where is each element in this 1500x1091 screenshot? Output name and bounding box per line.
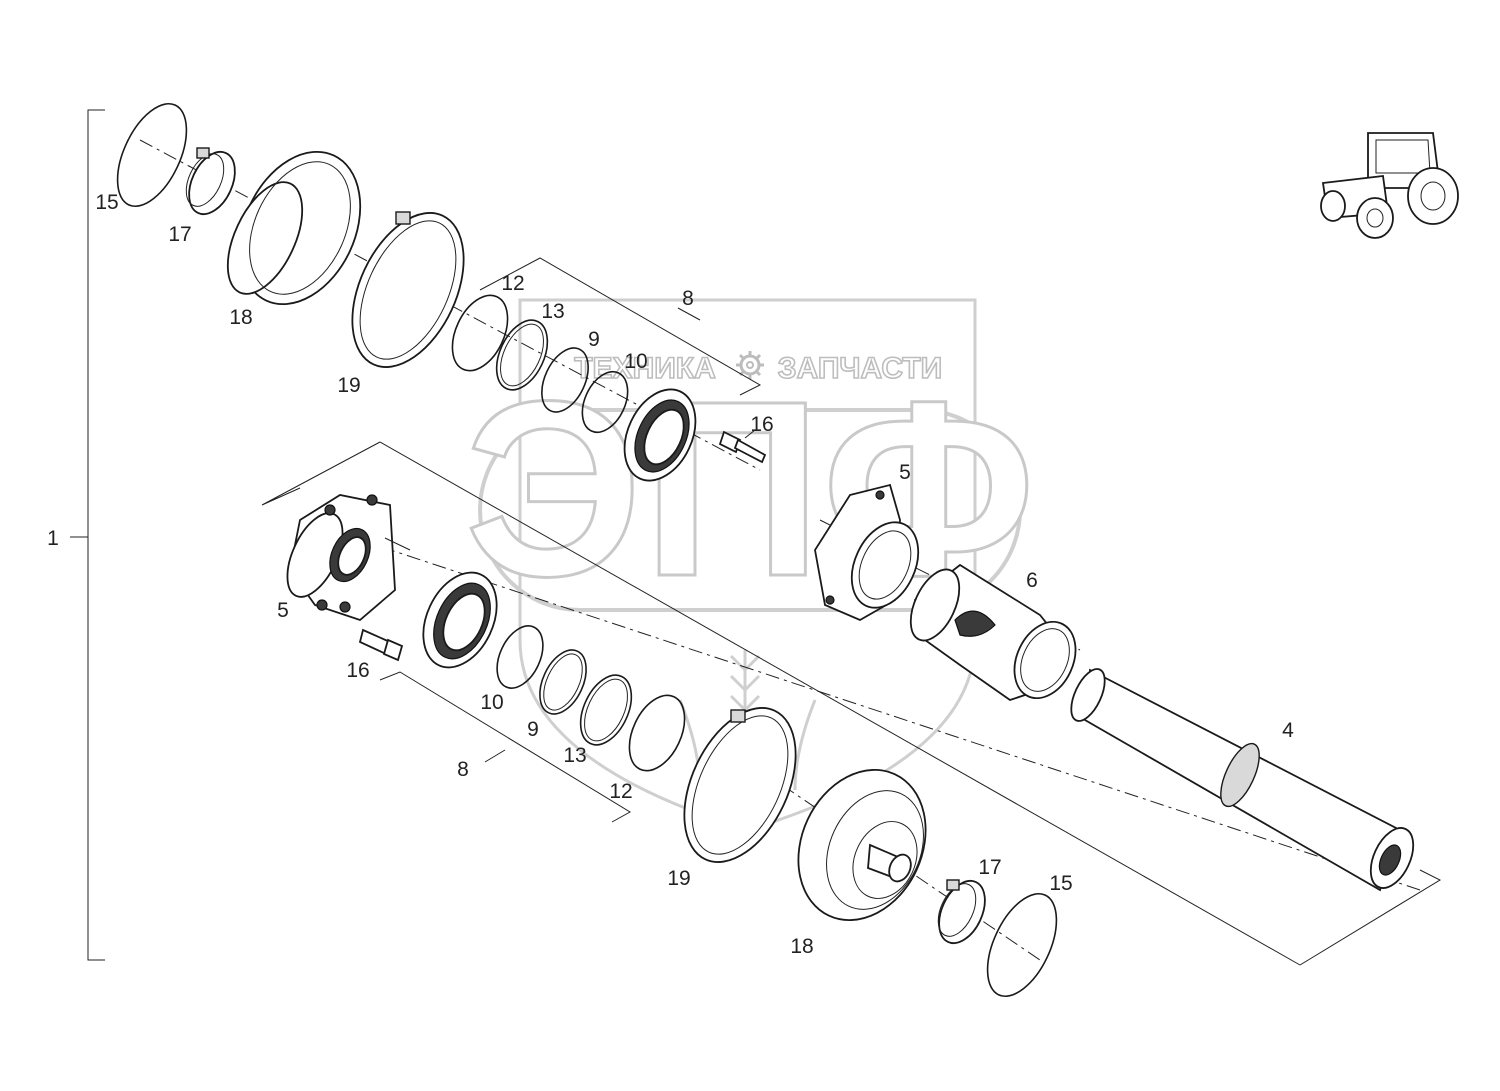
callout-15-upper: 15 [95, 191, 118, 214]
ring-9-lower [539, 649, 587, 715]
callout-8-lower: 8 [457, 758, 469, 781]
callout-18-lower: 18 [790, 935, 813, 958]
callout-19-upper: 19 [337, 374, 360, 397]
tractor-icon [1320, 132, 1459, 239]
watermark-left-text: ТЕХНИКА [574, 352, 716, 385]
ring-10a-lower [496, 625, 544, 689]
callout-16-upper: 16 [750, 413, 773, 436]
ring-9-upper [541, 347, 589, 413]
callout-8-upper: 8 [682, 287, 694, 310]
seal-10-upper [623, 388, 697, 482]
band-19-lower [683, 707, 797, 863]
assembly-bracket [70, 109, 105, 961]
callout-15-lower: 15 [1049, 872, 1072, 895]
callout-13-lower: 13 [563, 744, 586, 767]
callout-17-lower: 17 [978, 856, 1001, 879]
circlip-15-upper [116, 102, 188, 208]
ring-10a-upper [581, 370, 629, 434]
watermark-right-text: ЗАПЧАСТИ [778, 352, 942, 385]
callout-1: 1 [47, 527, 59, 550]
ring-12-upper [451, 294, 509, 372]
callout-10-lower: 10 [480, 691, 503, 714]
callouts: 1 4 5 5 6 8 8 9 9 10 10 12 12 13 13 15 1… [47, 191, 1294, 958]
gear-icon [736, 351, 764, 379]
callout-17-upper: 17 [168, 223, 191, 246]
callout-5-lower: 5 [277, 599, 289, 622]
callout-9-lower: 9 [527, 718, 539, 741]
callout-19-lower: 19 [667, 867, 690, 890]
callout-10-upper: 10 [624, 350, 647, 373]
bolt-16-upper [718, 430, 767, 464]
callout-9-upper: 9 [588, 328, 600, 351]
flange-5-lower [286, 494, 411, 622]
joint-6 [909, 563, 1077, 701]
callout-12-upper: 12 [501, 272, 524, 295]
ring-12-lower [628, 694, 686, 772]
ring-13-lower [579, 674, 633, 746]
callout-4: 4 [1282, 719, 1294, 742]
kit-brackets [261, 257, 1442, 966]
callout-13-upper: 13 [541, 300, 564, 323]
callout-6: 6 [1026, 569, 1038, 592]
callout-16-lower: 16 [346, 659, 369, 682]
seal-10-lower [422, 571, 498, 669]
flange-5-upper [814, 483, 920, 622]
clamp-17-lower [937, 879, 986, 944]
circlip-15-lower [986, 892, 1058, 998]
callout-18-upper: 18 [229, 306, 252, 329]
clamp-17-upper [185, 147, 236, 215]
ring-13-upper [495, 319, 549, 391]
band-19-upper [351, 211, 465, 368]
boot-18-upper [226, 150, 362, 306]
leader-lines [484, 307, 756, 763]
callout-12-lower: 12 [609, 780, 632, 803]
boot-18-lower [797, 768, 927, 922]
shaft-4 [1070, 668, 1415, 892]
callout-5-upper: 5 [899, 461, 911, 484]
bolt-16-lower [358, 628, 404, 662]
watermark-logo-frame [478, 408, 1022, 612]
